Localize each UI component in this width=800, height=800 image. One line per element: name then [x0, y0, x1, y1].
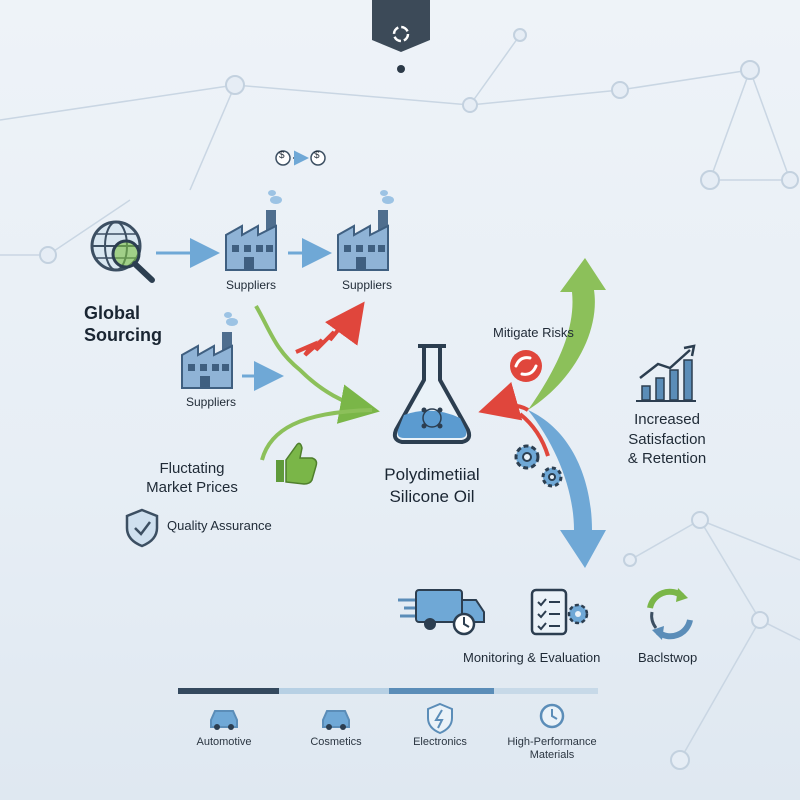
loading-icon	[392, 25, 410, 43]
checklist-gear-icon	[530, 588, 589, 636]
currency-exchange-icon	[275, 150, 326, 166]
shield-bolt-icon	[427, 702, 453, 735]
mitigate-risks-label: Mitigate Risks	[493, 325, 574, 340]
monitoring-label: Monitoring & Evaluation	[463, 650, 601, 665]
factory-icon-1	[225, 190, 282, 271]
global-sourcing-line1: Global	[84, 303, 141, 323]
green-flow-curve-2	[260, 408, 373, 461]
category-high-performance-line1: High-Performance	[507, 736, 597, 748]
risk-arrow-1	[478, 381, 530, 421]
category-cosmetics: Cosmetics	[310, 736, 362, 748]
factory-icon-3	[181, 312, 238, 389]
quality-assurance-label: Quality Assurance	[167, 518, 272, 533]
delivery-truck-icon	[398, 589, 485, 636]
gears-icon	[514, 444, 563, 488]
satisfaction-line2: Satisfaction	[628, 430, 706, 448]
category-electronics: Electronics	[413, 736, 467, 748]
bar-segment-3	[389, 688, 494, 694]
product-label: Polydimetiial Silicone Oil	[362, 464, 502, 508]
cycle-arrows-icon	[647, 588, 693, 640]
bar-segment-1	[178, 688, 279, 694]
product-line1: Polydimetiial	[384, 465, 480, 484]
category-automotive: Automotive	[196, 736, 252, 748]
car-icon	[322, 710, 350, 730]
global-sourcing-title: Global Sourcing	[84, 302, 162, 346]
growth-up-arrow	[528, 258, 606, 410]
market-prices-line1: Fluctating	[159, 460, 225, 477]
car-icon	[210, 710, 238, 730]
flask-icon	[392, 344, 472, 444]
factory-icon-2	[337, 190, 394, 271]
banner-tab	[372, 0, 430, 52]
product-line2: Silicone Oil	[389, 487, 475, 506]
clock-refresh-icon	[539, 703, 565, 729]
banner-dot	[397, 65, 405, 73]
globe-magnifier-icon	[90, 220, 155, 283]
category-high-performance: High-Performance Materials	[494, 736, 610, 762]
risk-mitigation-icon	[510, 350, 542, 382]
market-prices-label: Fluctating Market Prices	[140, 459, 244, 497]
distribution-down-arrow	[528, 410, 606, 568]
supplier-label-1: Suppliers	[226, 278, 277, 292]
satisfaction-line3: & Retention	[627, 450, 707, 467]
category-high-performance-line2: Materials	[529, 749, 575, 761]
risk-arrow-2	[518, 412, 550, 457]
thumbs-up-icon	[276, 442, 318, 485]
supplier-label-3: Suppliers	[186, 395, 237, 409]
price-zigzag	[295, 301, 365, 357]
shield-check-icon	[125, 508, 159, 548]
market-prices-line2: Market Prices	[146, 479, 238, 496]
bar-segment-4	[494, 688, 598, 694]
satisfaction-line1: Increased	[634, 411, 700, 428]
growth-chart-icon	[636, 344, 696, 402]
supplier-label-2: Suppliers	[342, 278, 393, 292]
green-flow-curve-1	[254, 304, 380, 424]
bar-segment-2	[279, 688, 389, 694]
backstop-label: Baclstwop	[638, 650, 698, 665]
satisfaction-label: Increased Satisfaction & Retention	[614, 410, 720, 469]
global-sourcing-line2: Sourcing	[84, 325, 163, 345]
